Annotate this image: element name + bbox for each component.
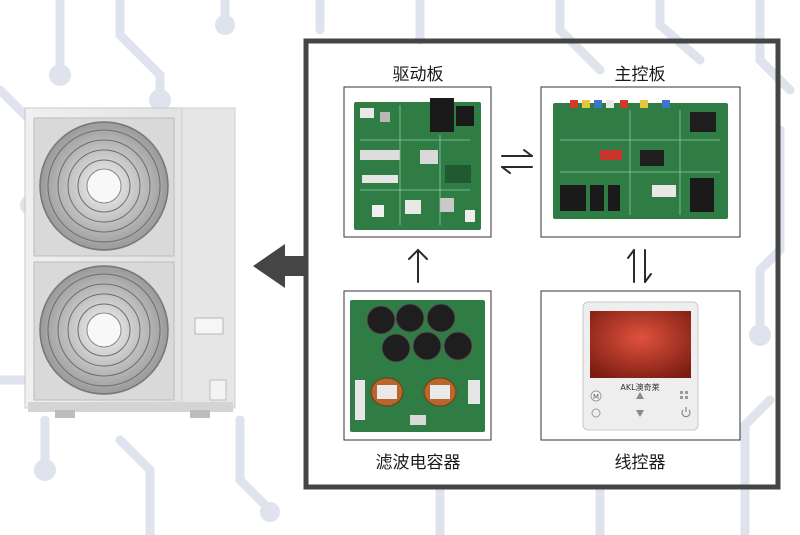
fan-top — [33, 117, 175, 257]
controller-mode-letter: M — [593, 393, 599, 401]
filter-capacitor-pcb — [350, 300, 485, 432]
wired-controller-device: AKL澳奇莱 M — [582, 301, 699, 431]
unit-drain-plug — [209, 379, 227, 401]
unit-base — [28, 402, 233, 412]
controller-up-button — [636, 392, 644, 399]
controller-down-button — [636, 410, 644, 417]
left-arrow-icon — [253, 244, 306, 288]
panel-wired-controller: AKL澳奇莱 M 线控器 — [540, 290, 741, 473]
circuit-node-dots — [20, 15, 771, 522]
unit-foot-right — [190, 410, 210, 418]
panel-drive-board: 驱动板 — [343, 65, 492, 238]
drive-board-pcb — [354, 98, 481, 230]
unit-service-cover — [194, 317, 224, 335]
wired-controller-label: 线控器 — [615, 453, 666, 473]
controller-screen — [590, 311, 691, 378]
fan-bottom-hub — [86, 312, 122, 348]
bidirectional-horizontal-arrow-icon — [501, 149, 533, 174]
fan-top-hub — [86, 168, 122, 204]
panel-main-board: 主控板 — [540, 65, 741, 238]
main-board-pcb — [553, 100, 728, 219]
outdoor-unit — [24, 107, 236, 418]
bidirectional-vertical-arrow-icon — [627, 249, 652, 283]
fan-bottom — [33, 261, 175, 401]
controller-menu-grid-icon — [680, 391, 688, 399]
filter-capacitor-label: 滤波电容器 — [376, 453, 461, 473]
main-board-label: 主控板 — [615, 65, 666, 85]
components-frame — [303, 38, 781, 490]
unit-side-panel — [181, 107, 236, 409]
drive-board-label: 驱动板 — [393, 65, 444, 85]
controller-power-icon — [681, 407, 691, 418]
unit-foot-left — [55, 410, 75, 418]
controller-mode-button — [590, 390, 602, 402]
controller-clock-button — [591, 408, 601, 418]
controller-brand-text: AKL澳奇莱 — [620, 382, 659, 392]
up-arrow-icon — [408, 248, 428, 283]
panel-filter-capacitor: 滤波电容器 — [343, 290, 492, 473]
